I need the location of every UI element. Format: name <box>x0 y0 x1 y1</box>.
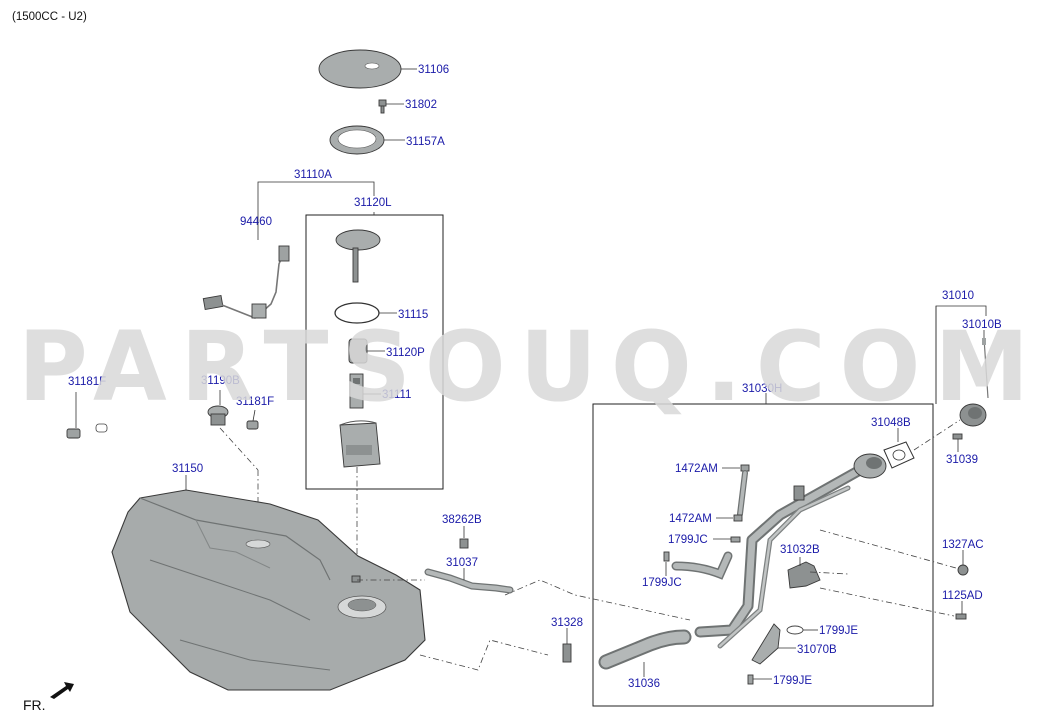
variant-label: (1500CC - U2) <box>12 11 87 23</box>
label-31120P[interactable]: 31120P <box>386 347 425 359</box>
label-1472AM-top[interactable]: 1472AM <box>675 463 718 475</box>
part-1472AM-clip-bottom[interactable] <box>733 514 743 522</box>
label-31048B[interactable]: 31048B <box>871 417 911 429</box>
part-1799JE-clamp-top[interactable] <box>786 625 804 635</box>
label-31111[interactable]: 31111 <box>382 389 411 401</box>
label-31328[interactable]: 31328 <box>551 617 583 629</box>
filler-neck-assembly-box <box>592 403 934 707</box>
part-31802-bolt[interactable] <box>378 99 387 114</box>
part-1799JE-clamp-bottom[interactable] <box>747 674 754 685</box>
part-1327AC-nut[interactable] <box>957 564 969 576</box>
part-1799JC-clamp[interactable] <box>663 536 741 580</box>
front-arrow-icon <box>50 682 74 699</box>
part-31037-vent-hose[interactable] <box>424 568 514 594</box>
part-31328-clip[interactable] <box>562 643 572 663</box>
part-31010B-cable[interactable] <box>982 337 989 399</box>
label-31181F-left[interactable]: 31181F <box>68 376 106 388</box>
part-31032B-bracket[interactable] <box>787 561 821 589</box>
label-38262B[interactable]: 38262B <box>442 514 482 526</box>
label-31010B[interactable]: 31010B <box>962 319 1002 331</box>
label-31150[interactable]: 31150 <box>172 463 203 475</box>
label-31032B[interactable]: 31032B <box>780 544 820 556</box>
label-31036[interactable]: 31036 <box>628 678 660 690</box>
label-1472AM-bottom[interactable]: 1472AM <box>669 513 712 525</box>
label-31802[interactable]: 31802 <box>405 99 437 111</box>
part-94460-fuel-sender[interactable] <box>202 245 290 319</box>
label-1799JE-top[interactable]: 1799JE <box>819 625 858 637</box>
label-31190B[interactable]: 31190B <box>201 375 240 387</box>
label-31120L[interactable]: 31120L <box>354 197 392 209</box>
part-31150-fuel-tank[interactable] <box>111 489 426 691</box>
label-94460[interactable]: 94460 <box>240 216 272 228</box>
part-31181F-clip-mid[interactable] <box>246 420 259 430</box>
part-31157A-gasket-ring[interactable] <box>329 125 385 155</box>
part-filler-pipe[interactable] <box>694 453 887 649</box>
part-31036-filler-hose[interactable] <box>598 629 692 670</box>
part-31048B-gasket[interactable] <box>883 441 915 469</box>
part-31039-screw[interactable] <box>952 433 963 440</box>
part-31181F-clip-left[interactable] <box>66 423 108 439</box>
watermark: PARTSOUQ.COM <box>18 311 1043 423</box>
label-1125AD[interactable]: 1125AD <box>942 590 983 602</box>
label-31115[interactable]: 31115 <box>398 309 428 321</box>
part-31190B-cap[interactable] <box>207 405 229 426</box>
part-31010-fuel-filler-door[interactable] <box>959 403 987 427</box>
label-31010[interactable]: 31010 <box>942 290 974 302</box>
part-31106-pump-cover[interactable] <box>318 49 402 89</box>
part-1472AM-hose-top[interactable] <box>737 464 750 517</box>
front-orientation-label: FR. <box>23 697 46 713</box>
part-31120L-pump-flange[interactable] <box>335 229 381 283</box>
label-31110A[interactable]: 31110A <box>294 169 332 181</box>
label-31157A[interactable]: 31157A <box>406 136 445 148</box>
label-1327AC[interactable]: 1327AC <box>942 539 984 551</box>
label-1799JE-bottom[interactable]: 1799JE <box>773 675 812 687</box>
label-31039[interactable]: 31039 <box>946 454 978 466</box>
part-1125AD-bolt[interactable] <box>955 613 967 620</box>
label-31106[interactable]: 31106 <box>418 64 449 76</box>
label-31070B[interactable]: 31070B <box>797 644 837 656</box>
part-31070B-protector[interactable] <box>751 623 781 665</box>
label-31037[interactable]: 31037 <box>446 557 478 569</box>
label-31181F-mid[interactable]: 31181F <box>236 396 274 408</box>
label-1799JC-bottom[interactable]: 1799JC <box>642 577 682 589</box>
part-pump-reservoir[interactable] <box>339 420 381 468</box>
label-1799JC-top[interactable]: 1799JC <box>668 534 708 546</box>
part-31111-fuel-pump[interactable] <box>349 373 364 409</box>
part-38262B-grommet[interactable] <box>459 538 469 549</box>
label-31030H[interactable]: 31030H <box>742 383 782 395</box>
pump-assembly-box <box>305 214 444 490</box>
